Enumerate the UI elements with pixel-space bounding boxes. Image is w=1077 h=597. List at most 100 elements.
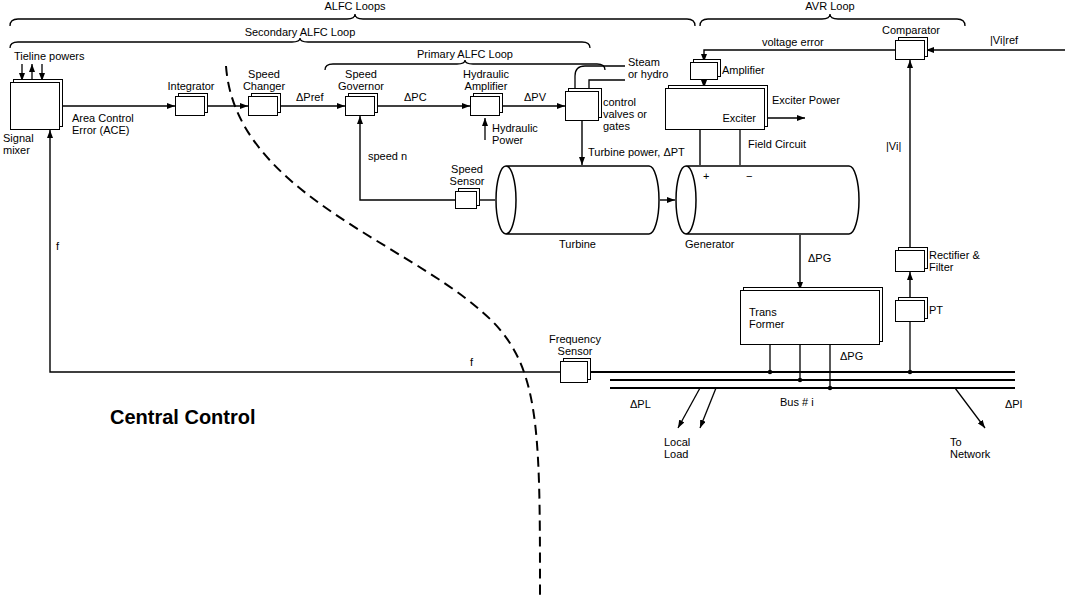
annotation-label: ΔPG	[840, 350, 863, 362]
signal-label: ΔPref	[294, 91, 326, 103]
machine-cylinder: Generator	[675, 165, 860, 235]
block-label: Generator	[685, 238, 755, 250]
block-label: Rectifier & Filter	[929, 249, 991, 273]
bus-tap	[798, 378, 802, 382]
block-box: Speed Governor	[345, 96, 375, 116]
block-label: Comparator	[876, 24, 946, 36]
alfc-brace	[10, 14, 695, 26]
block-box: Signal mixer	[10, 82, 60, 130]
block-label: Turbine	[538, 238, 618, 250]
block-box: Comparator	[895, 40, 925, 60]
annotation-label: Steam or hydro	[628, 56, 672, 80]
signal-label: Turbine power, ΔPT	[586, 146, 687, 158]
annotation-label: −	[746, 170, 752, 182]
steam-pipe	[575, 66, 625, 91]
annotation-label: ΔPl	[1005, 398, 1022, 410]
bus-tap	[828, 386, 832, 390]
signal-label: speed n	[366, 150, 409, 162]
hydraulic-power-arrow	[484, 118, 485, 140]
annotation-label: Hydraulic Power	[492, 122, 548, 146]
cylinder-body	[676, 166, 859, 234]
signal-connector	[360, 116, 455, 200]
block-label: Amplifier	[722, 64, 782, 76]
network-arrow	[955, 388, 985, 428]
annotation-label: Local Load	[664, 436, 708, 460]
tieline-wire	[21, 64, 22, 81]
load-arrow	[678, 388, 700, 428]
machine-cylinder: Turbine	[495, 165, 660, 235]
signal-connector	[704, 50, 895, 62]
annotation-label: +	[703, 170, 709, 182]
block-label: Speed Governor	[333, 68, 389, 92]
block-label: PT	[929, 304, 959, 316]
block-box: control valves or gates	[565, 91, 599, 121]
annotation-label: f	[56, 240, 59, 252]
block-label: Hydraulic Amplifier	[457, 68, 515, 92]
annotation-label: Exciter Power	[772, 94, 840, 106]
bus-bar	[588, 372, 1015, 388]
block-box: PT	[895, 300, 925, 322]
cylinder-body	[496, 166, 659, 234]
block-box: Hydraulic Amplifier	[470, 96, 500, 116]
signal-connector	[660, 199, 675, 200]
block-label: Frequency Sensor	[544, 333, 606, 357]
bus-tap	[908, 370, 912, 374]
signal-connector	[909, 60, 910, 250]
signal-label: ΔPV	[522, 91, 548, 103]
block-label: Integrator	[161, 80, 221, 92]
block-box: Exciter	[665, 88, 765, 130]
block-box: Rectifier & Filter	[895, 250, 925, 272]
annotation-label: ALFC Loops	[324, 0, 385, 12]
signal-connector	[205, 105, 248, 106]
block-box: Frequency Sensor	[560, 361, 588, 383]
tieline-wire	[31, 64, 32, 81]
exciter-power-arrow	[765, 117, 805, 118]
signal-connector	[278, 105, 345, 106]
field-lead	[739, 130, 740, 165]
signal-connector	[500, 105, 565, 106]
block-box: Amplifier	[690, 62, 718, 80]
signal-label: ΔPC	[402, 91, 429, 103]
annotation-label: f	[470, 356, 473, 368]
reference-arrow	[926, 49, 1065, 50]
pt-wire	[909, 322, 910, 372]
signal-connector	[60, 105, 175, 106]
signal-label: Field Circuit	[746, 138, 808, 150]
signal-connector	[799, 235, 800, 290]
block-box: Integrator	[175, 96, 205, 116]
signal-label: |Vi|	[884, 140, 903, 152]
region-title: Central Control	[110, 405, 256, 429]
annotation-label: AVR Loop	[805, 0, 854, 12]
block-label: Speed Sensor	[439, 163, 495, 187]
block-label: control valves or gates	[603, 96, 661, 132]
signal-label: ΔPG	[806, 252, 833, 264]
annotation-label: ΔPL	[630, 398, 651, 410]
transformer-wire	[770, 345, 830, 388]
secondary-brace	[10, 38, 590, 48]
annotation-label: Area Control Error (ACE)	[72, 112, 150, 136]
block-label: Exciter	[722, 112, 756, 124]
block-label: Speed Changer	[236, 68, 292, 92]
cylinder-outline	[495, 165, 660, 235]
bus-tap	[768, 370, 772, 374]
annotation-label: To Network	[950, 436, 1000, 460]
tieline-wire	[41, 64, 42, 81]
cylinder-outline	[675, 165, 860, 235]
block-box: Trans Former	[740, 290, 880, 345]
annotation-label: Secondary ALFC Loop	[245, 26, 356, 38]
block-box: Speed Changer	[248, 96, 278, 116]
block-label: Trans Former	[749, 306, 799, 330]
signal-connector	[50, 130, 560, 372]
block-label: Signal mixer	[3, 132, 49, 156]
signal-label: voltage error	[760, 36, 826, 48]
signal-connector	[581, 121, 582, 165]
annotation-label: Bus # i	[780, 396, 814, 408]
signal-connector	[375, 105, 470, 106]
signal-connector	[909, 272, 910, 300]
annotation-label: Tieline powers	[14, 50, 85, 62]
